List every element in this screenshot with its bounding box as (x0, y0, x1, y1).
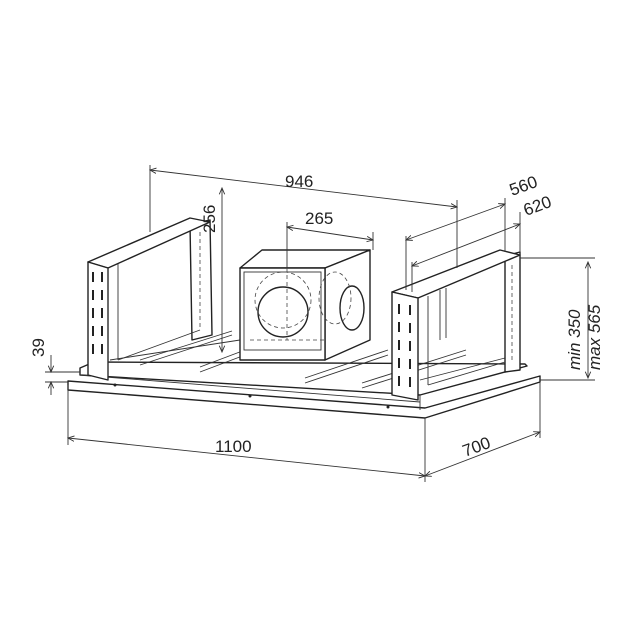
dim-min-height: min 350 (565, 309, 584, 370)
motor-box (239, 249, 371, 361)
left-frame (87, 217, 213, 381)
dim-560: 560 (507, 172, 540, 200)
dim-256: 256 (200, 205, 219, 233)
dim-1100: 1100 (215, 437, 252, 456)
dimension-lines (45, 165, 595, 482)
dim-700: 700 (460, 433, 493, 461)
dim-max-height: max 565 (585, 304, 604, 370)
base-plate (67, 361, 541, 419)
dim-39: 39 (29, 338, 48, 357)
dim-620: 620 (521, 192, 554, 220)
dim-946: 946 (285, 172, 313, 191)
dim-265: 265 (305, 209, 333, 228)
